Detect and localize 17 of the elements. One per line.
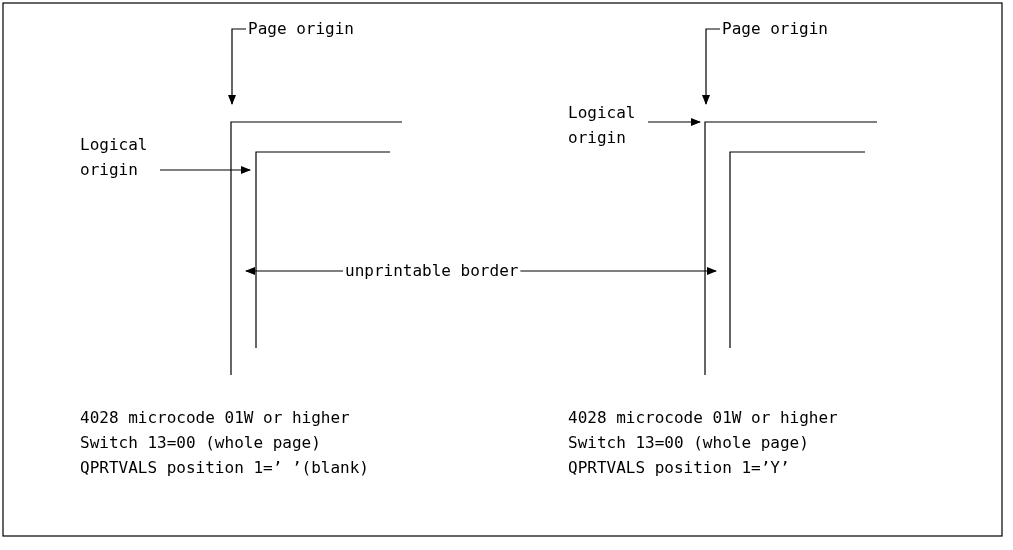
note-text: 4028 microcode 01W or higher [568,407,838,429]
note-text: Switch 13=00 (whole page) [80,432,321,454]
note-text: Switch 13=00 (whole page) [568,432,809,454]
leader-line [647,118,701,126]
callout-label: Logical origin [568,100,646,150]
callout-label: Logical origin [80,132,158,182]
callout-label: Page origin [722,16,828,41]
leader-line [245,267,344,275]
callout-label: unprintable border [345,258,519,283]
note-text: QPRTVALS position 1=’ ’(blank) [80,457,369,479]
leader-line [228,28,247,105]
leader-line [159,166,251,174]
callout-label: Page origin [248,16,354,41]
leader-line [519,267,717,275]
leader-line [702,28,721,105]
note-text: 4028 microcode 01W or higher [80,407,350,429]
note-text: QPRTVALS position 1=’Y’ [568,457,790,479]
